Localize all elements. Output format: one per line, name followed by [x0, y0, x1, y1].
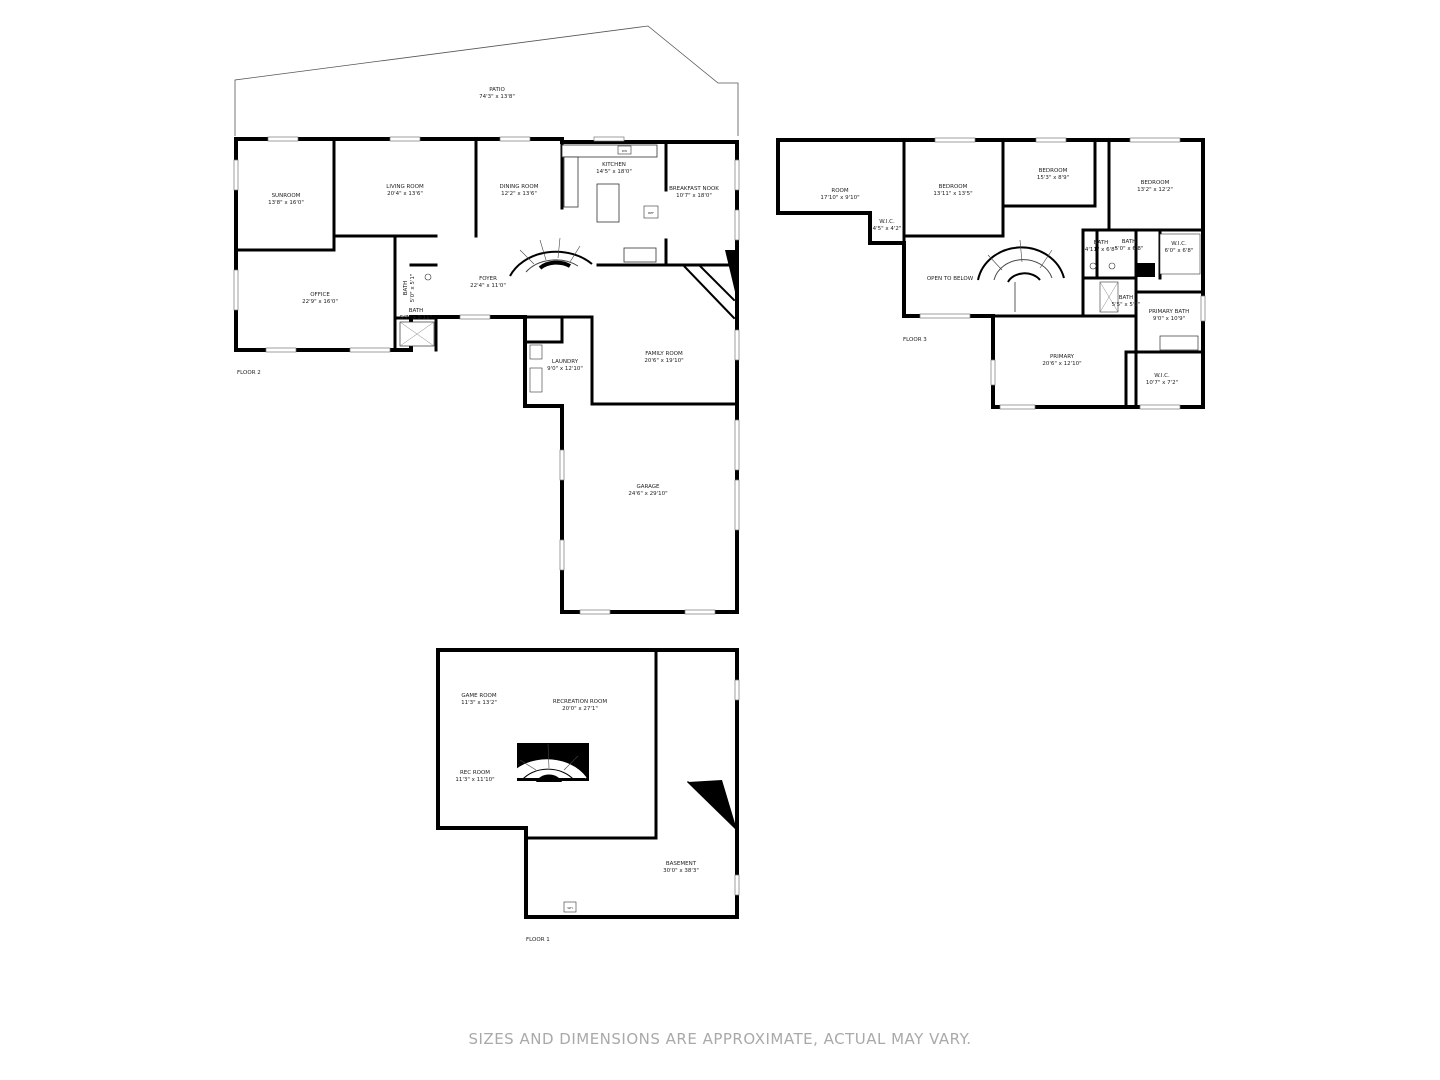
room-name-bath2: BATH [409, 308, 424, 314]
room-dim-family: 20'6" x 19'10" [644, 358, 683, 364]
room-dim-patio: 74'3" x 13'8" [479, 94, 515, 100]
room-name-bed2: BEDROOM [1039, 168, 1068, 174]
kitchen-counter-side [563, 156, 579, 208]
room-name-bath-small: BATH [403, 281, 409, 296]
room-dim-bath2: 5'7" x 5'11" [400, 315, 432, 321]
room-dim-garage: 24'6" x 29'10" [628, 491, 667, 497]
room-name-open-below: OPEN TO BELOW [927, 276, 974, 282]
room-dim-bed3: 13'2" x 12'2" [1137, 187, 1173, 193]
floor-3-plan [776, 137, 1206, 410]
room-dim-office: 22'9" x 16'0" [302, 299, 338, 305]
room-name-primary: PRIMARY [1050, 354, 1075, 360]
room-name-patio: PATIO [489, 87, 505, 93]
room-dim-bath-small: 5'0" x 5'1" [410, 274, 416, 303]
room-dim-nook: 10'7" x 18'0" [676, 193, 712, 199]
room-dim-bed2: 15'3" x 8'9" [1037, 175, 1069, 181]
room-name-bed1: BEDROOM [939, 184, 968, 190]
water-heater-label: WH [567, 906, 572, 910]
kitchen-counter [561, 144, 658, 158]
dishwasher [617, 145, 632, 155]
room-dim-bath-c: 5'5" x 5'1" [1112, 302, 1141, 308]
room-dim-kitchen: 14'5" x 18'0" [596, 169, 632, 175]
floor-label-2: FLOOR 2 [237, 370, 261, 376]
floor-2-plan: DW REF [233, 25, 740, 615]
floor-2-interior-walls [236, 140, 739, 406]
room-name-bed3: BEDROOM [1141, 180, 1170, 186]
room-name-wic-small: W.I.C. [879, 219, 895, 225]
room-dim-dining: 12'2" x 13'6" [501, 191, 537, 197]
water-heater [563, 901, 577, 913]
room-dim-wic-b: 6'0" x 6'8" [1165, 248, 1194, 254]
room-name-office: OFFICE [310, 292, 330, 298]
room-name-foyer: FOYER [479, 276, 497, 282]
patio-outline [234, 25, 739, 136]
room-name-wic-p: W.I.C. [1154, 373, 1170, 379]
room-name-living: LIVING ROOM [386, 184, 424, 190]
room-dim-rec: 11'3" x 11'10" [455, 777, 494, 783]
room-name-bath-a: BATH [1094, 240, 1109, 246]
room-name-family: FAMILY ROOM [645, 351, 683, 357]
refrigerator [643, 205, 659, 219]
floor-label-1: FLOOR 1 [526, 937, 550, 943]
floor-1-exterior-wall [436, 648, 739, 919]
room-dim-bath-b: 5'0" x 6'8" [1115, 246, 1144, 252]
room-dim-game: 11'3" x 13'2" [461, 700, 497, 706]
room-dim-primary: 20'6" x 12'10" [1042, 361, 1081, 367]
room-name-sunroom: SUNROOM [272, 193, 301, 199]
room-dim-room3: 17'10" x 9'10" [820, 195, 859, 201]
floor-label-3: FLOOR 3 [903, 337, 927, 343]
floor-3-interior-walls [902, 138, 1205, 409]
room-name-dining: DINING ROOM [500, 184, 539, 190]
room-dim-wic-small: 4'5" x 4'2" [873, 226, 902, 232]
dishwasher-label: DW [622, 149, 627, 153]
spiral-staircase-floor-2 [509, 237, 593, 277]
disclaimer-text: SIZES AND DIMENSIONS ARE APPROXIMATE, AC… [468, 1030, 972, 1048]
room-name-laundry: LAUNDRY [552, 359, 579, 365]
room-name-room3: ROOM [831, 188, 848, 194]
room-name-wic-b: W.I.C. [1171, 241, 1187, 247]
room-dim-wic-p: 10'7" x 7'2" [1146, 380, 1178, 386]
room-name-basement: BASEMENT [666, 861, 697, 867]
spiral-staircase-floor-3 [977, 239, 1065, 312]
room-name-kitchen: KITCHEN [602, 162, 626, 168]
room-name-bath-c: BATH [1119, 295, 1134, 301]
room-dim-basement: 30'0" x 38'3" [663, 868, 699, 874]
room-dim-bath-a: 4'11" x 6'8" [1085, 247, 1117, 253]
refrigerator-label: REF [648, 211, 654, 215]
room-dim-foyer: 22'4" x 11'0" [470, 283, 506, 289]
floor-2-exterior-wall [234, 137, 739, 614]
room-dim-living: 20'4" x 13'6" [387, 191, 423, 197]
room-dim-primary-bath: 9'0" x 10'9" [1153, 316, 1185, 322]
room-name-bath-b: BATH [1122, 239, 1137, 245]
spiral-staircase-floor-1 [507, 743, 589, 782]
room-name-rec: REC ROOM [460, 770, 490, 776]
room-dim-bed1: 13'11" x 13'5" [933, 191, 972, 197]
room-name-recreation: RECREATION ROOM [553, 699, 607, 705]
room-dim-recreation: 20'0" x 27'1" [562, 706, 598, 712]
nook-stair-wedge [725, 250, 737, 300]
room-name-nook: BREAKFAST NOOK [669, 186, 719, 192]
room-name-garage: GARAGE [636, 484, 660, 490]
kitchen-island [596, 183, 620, 223]
room-name-game: GAME ROOM [461, 693, 496, 699]
room-name-primary-bath: PRIMARY BATH [1149, 309, 1189, 315]
floor-1-plan: WH [436, 648, 740, 919]
kitchen-lower-counter [623, 247, 657, 263]
room-dim-laundry: 9'0" x 12'10" [547, 366, 583, 372]
floor-1-interior-walls [524, 648, 658, 840]
room-dim-sunroom: 13'8" x 16'0" [268, 200, 304, 206]
